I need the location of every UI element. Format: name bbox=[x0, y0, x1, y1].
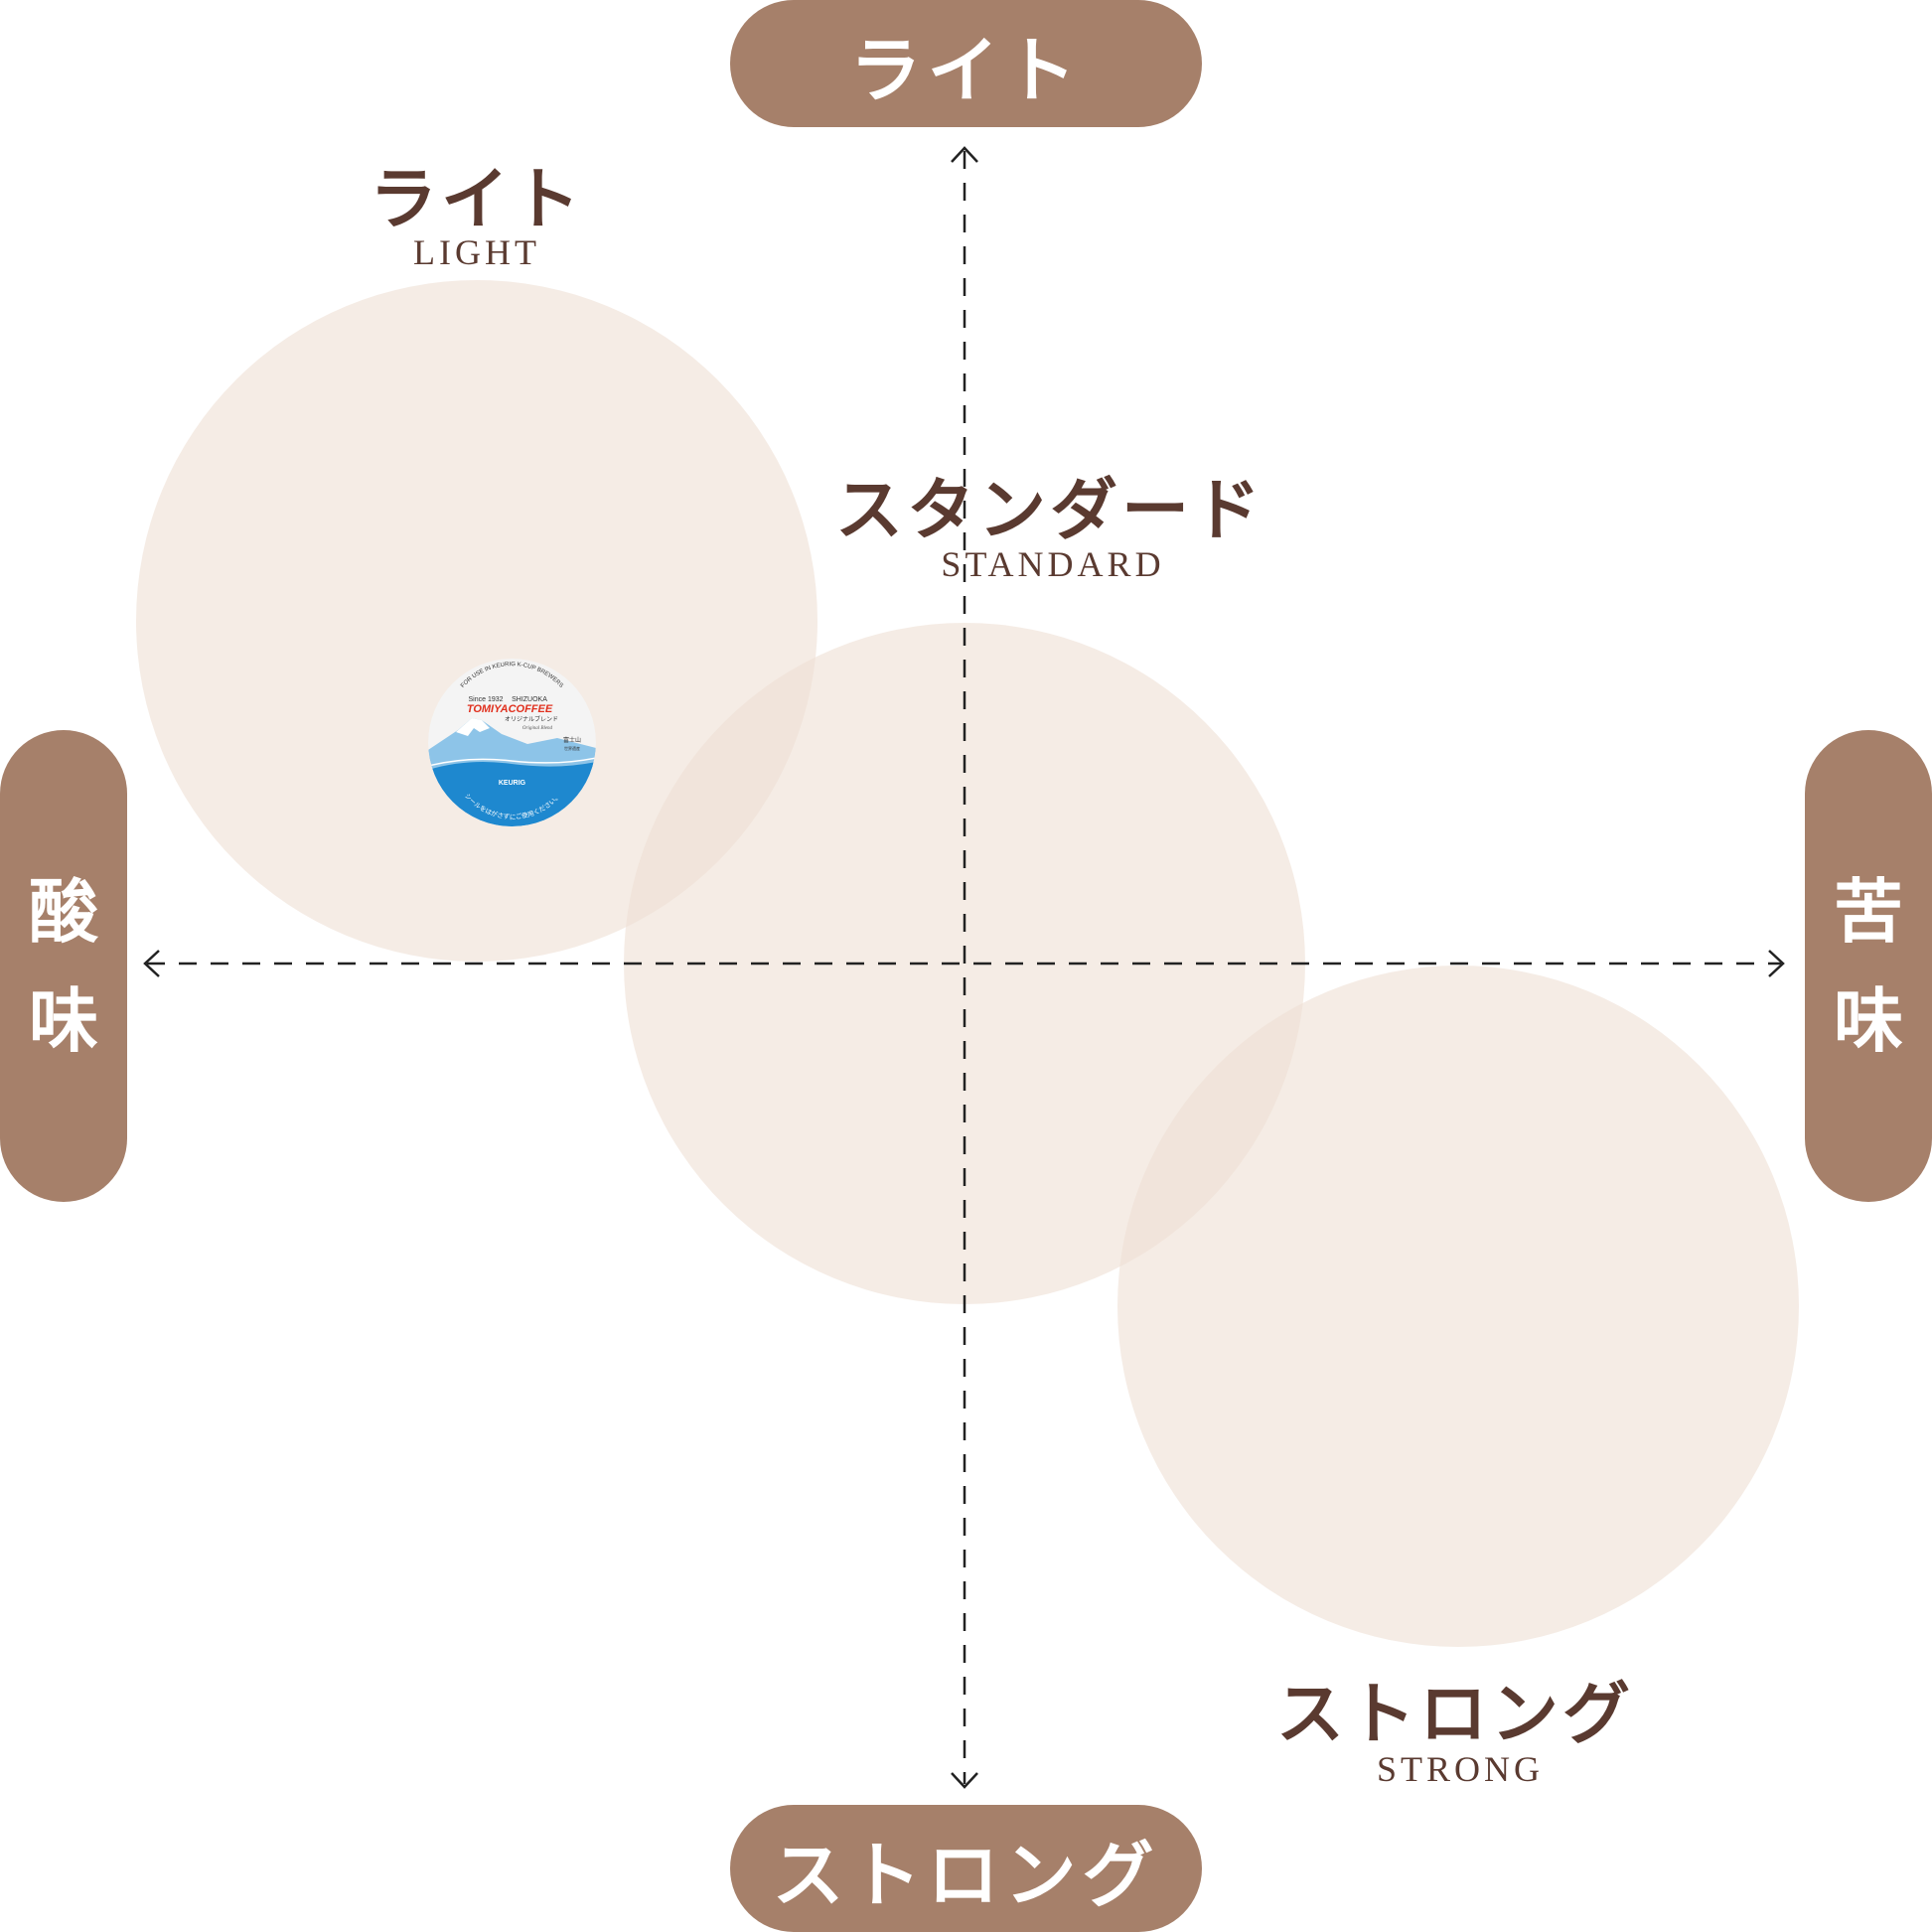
zone-title-strong: ストロング bbox=[1275, 1676, 1635, 1754]
zone-circle-strong bbox=[1117, 966, 1799, 1647]
arrow-up-icon bbox=[951, 146, 978, 163]
zone-subtitle-standard: STANDARD bbox=[941, 544, 1165, 584]
coffee-pod-lid-image: FOR USE IN KEURIG K-CUP BREWERS Since 19… bbox=[428, 659, 596, 826]
pod-since: Since 1932 bbox=[468, 696, 503, 703]
axis-label-top-text: ライト bbox=[849, 28, 1083, 112]
pod-blend-en: Original Blend bbox=[522, 726, 553, 731]
pod-heritage-jp: 世界遺産 bbox=[564, 745, 580, 751]
arrow-down-icon bbox=[951, 1772, 978, 1789]
zone-subtitle-strong: STRONG bbox=[1376, 1749, 1545, 1789]
pod-blend-jp: オリジナルブレンド bbox=[505, 715, 558, 723]
zone-subtitle-light: LIGHT bbox=[413, 232, 540, 272]
axis-label-top: ライト bbox=[730, 0, 1202, 127]
pod-city: SHIZUOKA bbox=[512, 696, 547, 703]
zone-circle-light bbox=[136, 280, 817, 962]
pod-brand: TOMIYACOFFEE bbox=[467, 703, 553, 715]
axis-label-right-char-1: 苦 bbox=[1834, 870, 1903, 953]
axis-label-left-char-2: 味 bbox=[29, 979, 98, 1062]
arrow-right-icon bbox=[1768, 950, 1785, 977]
zone-title-light: ライト bbox=[369, 161, 585, 239]
zone-title-standard: スタンダード bbox=[834, 472, 1265, 550]
axis-label-bottom-text: ストロング bbox=[772, 1833, 1160, 1917]
arrow-left-icon bbox=[143, 950, 160, 977]
axis-label-left-char-1: 酸 bbox=[29, 870, 98, 953]
axis-lines bbox=[143, 146, 1785, 1789]
axis-label-bottom: ストロング bbox=[730, 1805, 1202, 1932]
axis-label-left: 酸 味 bbox=[0, 730, 127, 1202]
pod-fuji-jp: 富士山 bbox=[563, 736, 581, 744]
axis-label-right: 苦 味 bbox=[1805, 730, 1932, 1202]
axis-label-right-char-2: 味 bbox=[1834, 979, 1903, 1062]
coffee-pod-lid-graphic: FOR USE IN KEURIG K-CUP BREWERS Since 19… bbox=[428, 659, 596, 826]
pod-maker: KEURIG bbox=[499, 780, 526, 787]
